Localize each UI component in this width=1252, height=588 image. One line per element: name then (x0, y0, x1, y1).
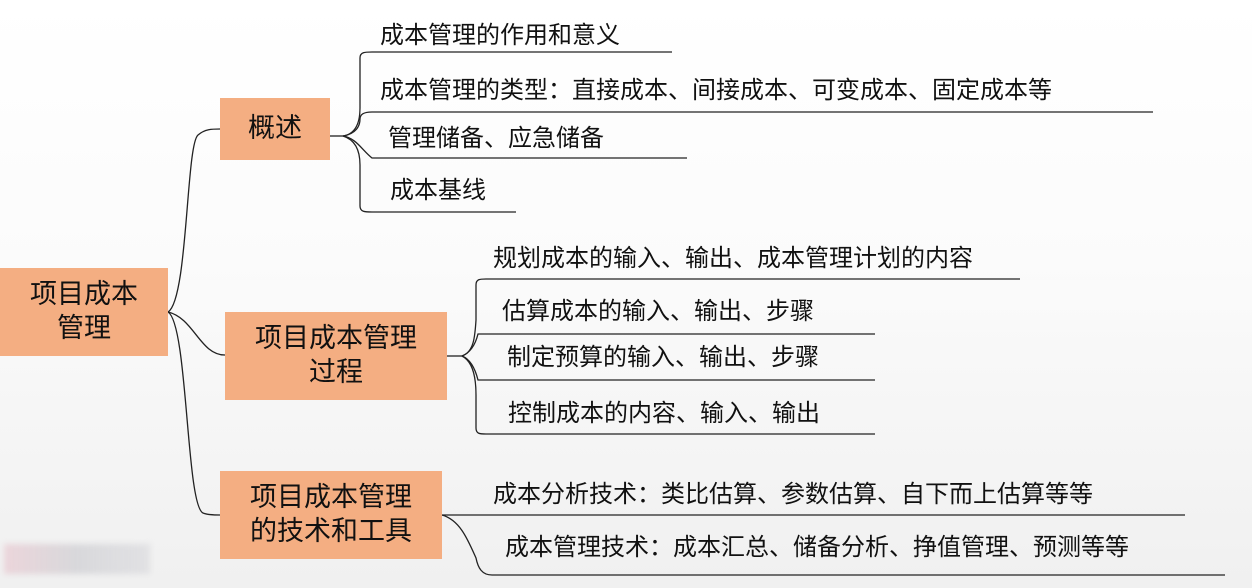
leaf-item: 成本基线 (390, 176, 486, 204)
leaf-item: 估算成本的输入、输出、步骤 (502, 297, 814, 325)
branch-node-label: 的技术和工具 (250, 516, 412, 547)
branch-node-label: 过程 (309, 357, 363, 388)
leaf-item: 制定预算的输入、输出、步骤 (507, 343, 819, 371)
branch-node-process: 项目成本管理 过程 (225, 312, 447, 400)
root-node-line: 管理 (57, 313, 111, 344)
leaf-item: 规划成本的输入、输出、成本管理计划的内容 (493, 244, 973, 272)
branch-node-overview: 概述 (220, 98, 330, 160)
leaf-item: 控制成本的内容、输入、输出 (508, 399, 820, 427)
leaf-item: 成本管理的作用和意义 (380, 21, 620, 49)
branch-node-label: 概述 (248, 113, 302, 144)
branch-node-techniques: 项目成本管理 的技术和工具 (220, 471, 442, 559)
branch-node-label: 项目成本管理 (250, 482, 412, 513)
leaf-item: 成本管理技术：成本汇总、储备分析、挣值管理、预测等等 (505, 533, 1129, 561)
blurred-watermark (4, 544, 150, 574)
root-node-line: 项目成本 (30, 279, 138, 310)
leaf-item: 管理储备、应急储备 (388, 124, 604, 152)
leaf-item: 成本分析技术：类比估算、参数估算、自下而上估算等等 (493, 480, 1093, 508)
root-node: 项目成本 管理 (0, 268, 168, 356)
branch-node-label: 项目成本管理 (255, 323, 417, 354)
leaf-item: 成本管理的类型：直接成本、间接成本、可变成本、固定成本等 (380, 76, 1052, 104)
